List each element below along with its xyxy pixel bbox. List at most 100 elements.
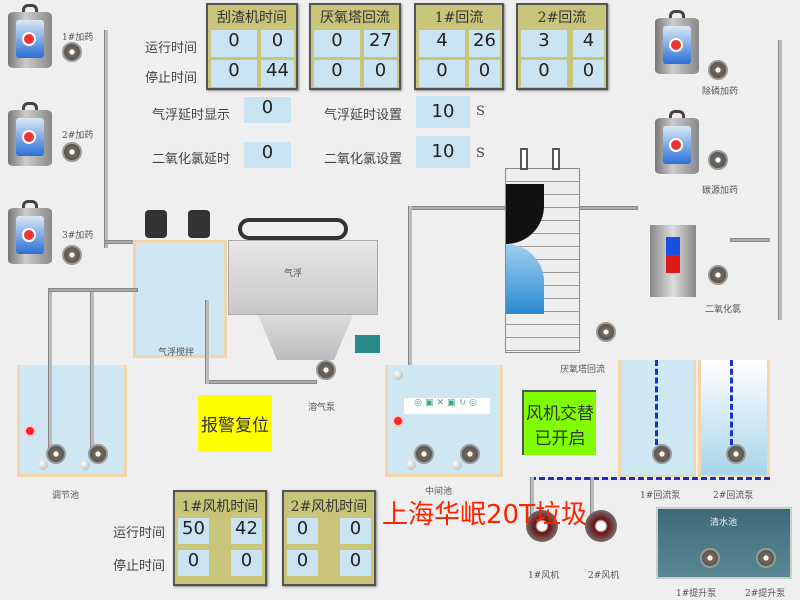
mixer-motor-1[interactable] — [145, 210, 167, 238]
clear-pool-label: 清水池 — [710, 518, 738, 528]
pipe-to-middle — [408, 206, 412, 366]
float-tank[interactable] — [228, 240, 378, 315]
float-delay-set-input[interactable]: 10 — [416, 96, 470, 128]
middle-pool — [385, 365, 503, 477]
mixer-motor-2[interactable] — [188, 210, 210, 238]
pump-status-1 — [406, 460, 416, 470]
fan-alternate-line2: 已开启 — [534, 428, 586, 449]
anaerobic-return-pump[interactable] — [596, 322, 616, 342]
middle-pump-2[interactable] — [460, 444, 480, 464]
tower-vent — [552, 148, 560, 170]
run-value-1: 4 — [419, 30, 465, 57]
dosing-tank-1[interactable] — [8, 4, 52, 68]
dosing-3-label: 3#加药 — [62, 231, 94, 241]
middle-pool-label: 中间池 — [425, 487, 453, 497]
clo2-set-label: 二氧化氯设置 — [324, 152, 403, 167]
regulating-pump-1[interactable] — [46, 444, 66, 464]
dephos-pump[interactable] — [708, 60, 728, 80]
middle-pump-1[interactable] — [414, 444, 434, 464]
run-value-2: 0 — [340, 518, 371, 544]
pump-status-2 — [80, 460, 90, 470]
stop-value-2: 0 — [231, 550, 262, 576]
carbon-pump[interactable] — [708, 150, 728, 170]
run-value-1: 0 — [211, 30, 257, 57]
clo2-label: 二氧化氯 — [705, 305, 742, 315]
tower-water-zone — [506, 244, 544, 314]
float-hopper — [258, 315, 353, 360]
stop-value-1: 0 — [178, 550, 209, 576]
stop-value-1: 0 — [521, 60, 567, 87]
anaerobic-return-panel: 厌氧塔回流 0 27 0 0 — [309, 3, 401, 90]
float-delay-display-value: 0 — [244, 97, 291, 123]
clo2-delay-value: 0 — [244, 142, 291, 168]
stop-value-2: 0 — [364, 60, 397, 87]
pool-pipe — [48, 290, 52, 450]
lift-pump-2-label: 2#提升泵 — [745, 589, 786, 599]
run-time-label: 运行时间 — [145, 41, 198, 56]
return1-panel: 1#回流 4 26 0 0 — [414, 3, 504, 90]
run-value-1: 0 — [287, 518, 318, 544]
unit-s: S — [476, 104, 485, 119]
dosing-tank-3[interactable] — [8, 200, 52, 264]
lift-pump-1-label: 1#提升泵 — [676, 589, 717, 599]
float-motor[interactable] — [355, 335, 380, 353]
run-value-1: 50 — [178, 518, 209, 544]
pool-pipe-h — [48, 288, 138, 292]
return-pump-1[interactable] — [652, 444, 672, 464]
run-value-2: 42 — [231, 518, 262, 544]
fan-pipe-1 — [530, 477, 534, 517]
air-pump-label: 溶气泵 — [308, 403, 336, 413]
dosing-pump-3[interactable] — [62, 245, 82, 265]
clo2-blue-indicator — [666, 237, 680, 255]
fan-2[interactable] — [585, 510, 617, 542]
panel-title: 厌氧塔回流 — [320, 10, 390, 26]
clo2-generator[interactable] — [650, 225, 696, 297]
return-pump-2[interactable] — [726, 444, 746, 464]
scraper-time-panel: 刮渣机时间 0 0 0 44 — [206, 3, 298, 90]
lift-pump-1[interactable] — [700, 548, 720, 568]
stop-value-2: 0 — [469, 60, 500, 87]
fan-pipe-2 — [590, 477, 594, 517]
alarm-reset-button[interactable]: 报警复位 — [198, 395, 272, 452]
return-pipe-1 — [655, 360, 658, 445]
tower-vent — [520, 148, 528, 170]
stop-time-label: 停止时间 — [113, 559, 166, 574]
stop-value-2: 0 — [340, 550, 371, 576]
fan2-time-panel: 2#风机时间 0 0 0 0 — [282, 490, 376, 586]
dosing-tank-2[interactable] — [8, 102, 52, 166]
air-pump[interactable] — [316, 360, 336, 380]
run-value-2: 26 — [469, 30, 500, 57]
dosing-pipe — [104, 30, 108, 248]
unit-s: S — [476, 146, 485, 161]
lift-pump-2[interactable] — [756, 548, 776, 568]
dephos-tank[interactable] — [655, 10, 699, 74]
run-time-label: 运行时间 — [113, 526, 166, 541]
float-delay-set-label: 气浮延时设置 — [324, 108, 403, 123]
fan-1[interactable] — [526, 510, 558, 542]
dosing-2-label: 2#加药 — [62, 131, 94, 141]
carbon-tank[interactable] — [655, 110, 699, 174]
stop-value-2: 44 — [261, 60, 294, 87]
clo2-set-input[interactable]: 10 — [416, 136, 470, 168]
regulating-pump-2[interactable] — [88, 444, 108, 464]
anaerobic-tower[interactable] — [505, 168, 580, 353]
fan-alternate-button[interactable]: 风机交替 已开启 — [522, 390, 596, 455]
dosing-pump-2[interactable] — [62, 142, 82, 162]
scraper[interactable] — [238, 218, 348, 240]
clear-water-pool: 清水池 — [656, 507, 792, 579]
return-pump-2-label: 2#回流泵 — [713, 491, 754, 501]
float-label: 气浮 — [284, 269, 303, 279]
clo2-pump[interactable] — [708, 265, 728, 285]
panel-title: 1#风机时间 — [181, 499, 259, 515]
dosing-pump-1[interactable] — [62, 42, 82, 62]
right-dosing-pipe — [778, 40, 782, 320]
stop-value-1: 0 — [314, 60, 360, 87]
run-value-2: 27 — [364, 30, 397, 57]
toolbar-icons[interactable]: ◎▣✕▣↻◎ — [404, 398, 490, 414]
clo2-delay-label: 二氧化氯延时 — [152, 152, 231, 167]
stop-value-1: 0 — [287, 550, 318, 576]
clo2-pipe — [730, 238, 770, 242]
run-value-2: 0 — [261, 30, 294, 57]
float-mix-tank[interactable] — [133, 240, 227, 358]
panel-title: 2#风机时间 — [290, 499, 368, 515]
